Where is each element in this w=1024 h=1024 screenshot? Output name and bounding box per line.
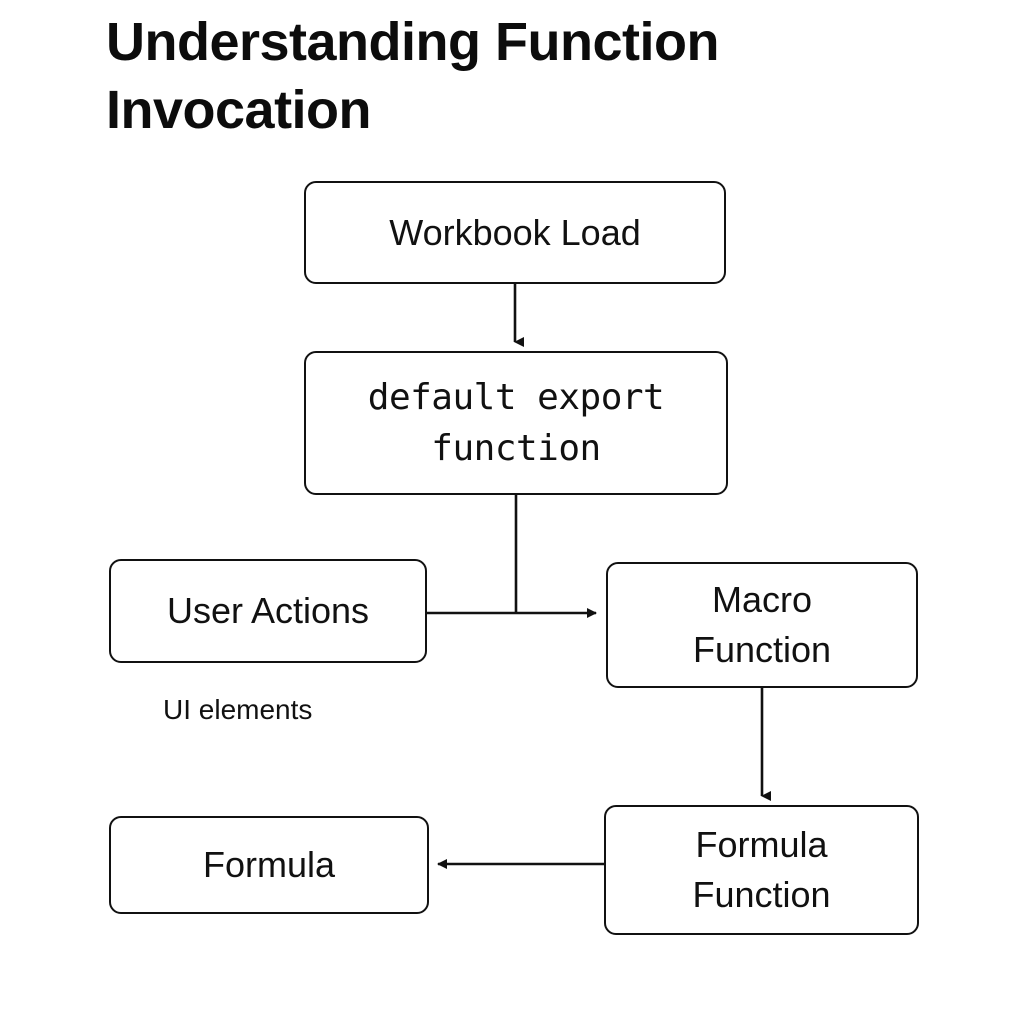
- node-user-actions[interactable]: User Actions: [109, 559, 427, 663]
- node-formula[interactable]: Formula: [109, 816, 429, 914]
- node-workbook-load[interactable]: Workbook Load: [304, 181, 726, 284]
- node-macro-function[interactable]: Macro Function: [606, 562, 918, 688]
- node-default-export-function[interactable]: default export function: [304, 351, 728, 495]
- caption-ui-elements: UI elements: [163, 694, 313, 725]
- node-user-actions-label: User Actions: [166, 590, 370, 631]
- node-formula-label: Formula: [202, 844, 336, 885]
- node-macro-function-label: Macro Function: [692, 579, 832, 670]
- page-title: Understanding Function Invocation: [106, 12, 719, 140]
- node-default-export-function-label: default export function: [367, 377, 665, 469]
- node-formula-function-label: Formula Function: [692, 824, 831, 915]
- node-workbook-load-label: Workbook Load: [389, 211, 641, 253]
- node-formula-function[interactable]: Formula Function: [604, 805, 919, 935]
